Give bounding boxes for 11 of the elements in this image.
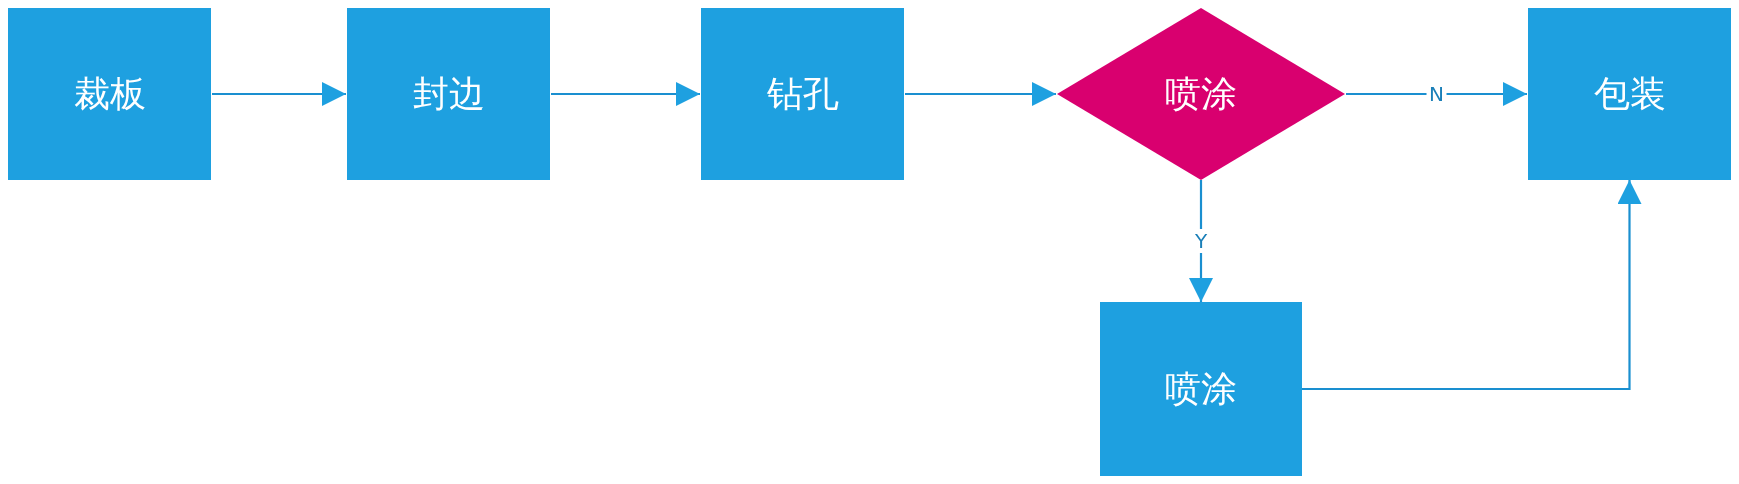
arrow xyxy=(1189,180,1213,302)
process-box: 喷涂 xyxy=(1100,302,1302,476)
process-box: 封边 xyxy=(347,8,550,180)
arrow xyxy=(212,82,346,106)
arrow xyxy=(551,82,700,106)
arrow xyxy=(905,82,1056,106)
process-box: 裁板 xyxy=(8,8,211,180)
arrow xyxy=(1346,82,1527,106)
arrow xyxy=(1302,180,1642,391)
process-box: 包装 xyxy=(1528,8,1731,180)
process-box: 钻孔 xyxy=(701,8,904,180)
